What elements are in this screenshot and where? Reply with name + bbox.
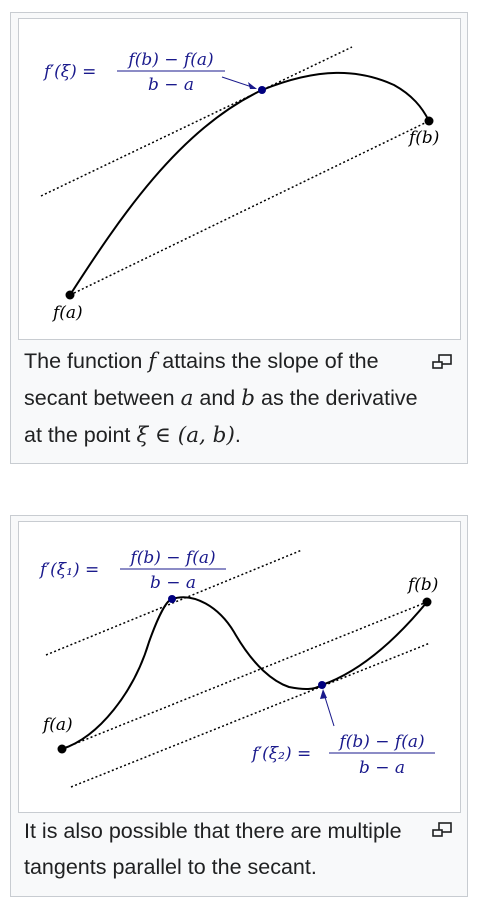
figure-image[interactable]: f(a) f(b) f′(ξ) = f(b) − f(a) b − a [18,18,461,340]
figure-multiple-tangents: f(a) f(b) f′(ξ₁) = f(b) − f(a) b − a f′(… [10,515,468,897]
annotation-arrow [323,693,335,727]
point-fa [57,744,67,754]
fraction-denominator-1: b − a [150,573,196,593]
label-fa: f(a) [51,303,83,323]
enlarge-icon[interactable] [431,354,453,370]
figure-image[interactable]: f(a) f(b) f′(ξ₁) = f(b) − f(a) b − a f′(… [18,521,461,813]
derivative-label-2: f′(ξ₂) = [250,744,311,764]
arrow-head [248,82,257,89]
point-fb [424,116,434,126]
math-a: a [180,386,194,411]
arrow-head [320,689,327,699]
point-xi-2 [318,681,326,689]
derivative-label-1: f′(ξ₁) = [38,560,99,580]
function-curve [61,596,428,750]
math-xi: ξ ∈ (a, b) [136,423,235,448]
fraction-denominator: b − a [148,75,194,95]
figure-mean-value-theorem: f(a) f(b) f′(ξ) = f(b) − f(a) b − a The … [10,12,468,464]
secant-line [61,601,428,750]
label-fa: f(a) [41,715,73,735]
math-f: f [148,349,157,374]
enlarge-icon[interactable] [431,822,453,838]
secant-line [69,120,430,296]
fraction-denominator-2: b − a [359,758,405,778]
fraction-numerator: f(b) − f(a) [126,50,213,70]
label-fb: f(b) [407,128,439,148]
point-xi-1 [168,595,176,603]
tangent-line [40,46,353,197]
point-fa [65,290,75,300]
derivative-label: f′(ξ) = [42,62,96,82]
fraction-numerator-2: f(b) − f(a) [337,732,424,752]
figure-caption: It is also possible that there are multi… [24,819,402,879]
tangent-line-2 [70,642,431,788]
tangent-line-1 [45,549,303,656]
figure-caption: The function f attains the slope of the … [24,349,418,448]
math-b: b [241,386,256,411]
mvt-diagram: f(a) f(b) f′(ξ) = f(b) − f(a) b − a [40,46,439,323]
point-fb [422,597,432,607]
point-xi [258,86,266,94]
multiple-tangents-diagram: f(a) f(b) f′(ξ₁) = f(b) − f(a) b − a f′(… [38,548,438,788]
function-curve [69,71,430,296]
label-fb: f(b) [406,575,438,595]
fraction-numerator-1: f(b) − f(a) [128,548,215,568]
